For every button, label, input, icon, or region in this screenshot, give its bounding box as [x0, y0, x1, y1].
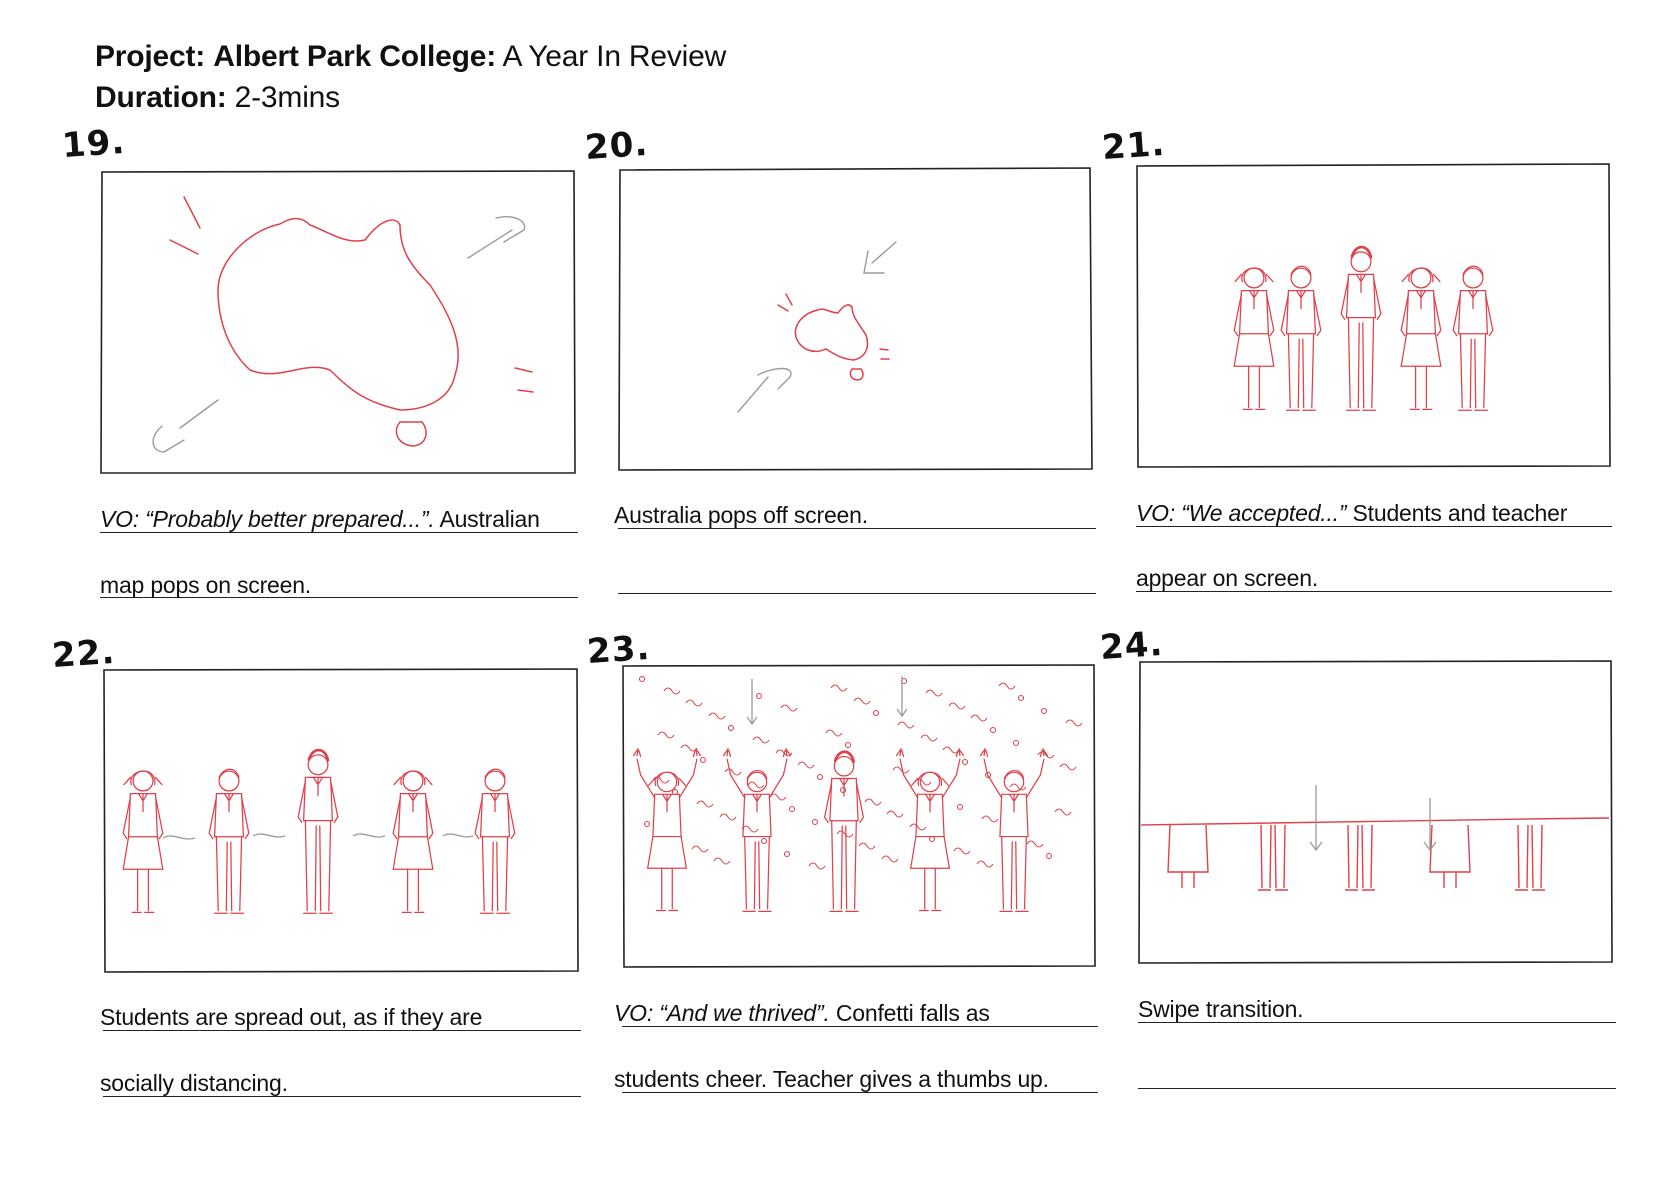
caption-line-2: appear on screen.: [1136, 565, 1319, 591]
storyboard-frame-24: [1138, 660, 1613, 964]
voiceover-text: VO: “We accepted...”: [1136, 500, 1347, 526]
duration-label: Duration:: [95, 81, 227, 114]
caption-line-1: Swipe transition.: [1138, 996, 1304, 1023]
caption-rule: [1136, 591, 1612, 592]
panel-number-19: 19.: [60, 121, 127, 167]
storyboard-frame-20: [618, 167, 1093, 471]
caption-rule: [622, 1026, 1098, 1027]
voiceover-text: VO: “Probably better prepared...”.: [100, 506, 435, 532]
caption-rule: [618, 528, 1096, 529]
caption-line-1: Students are spread out, as if they are: [100, 1004, 482, 1031]
caption-text: Australia pops off screen.: [614, 502, 868, 528]
caption-text: Swipe transition.: [1138, 996, 1304, 1022]
storyboard-frame-21: [1136, 163, 1611, 468]
caption-rule: [1138, 1022, 1616, 1023]
caption-text: Students and teacher: [1346, 500, 1568, 526]
caption-line-2: map pops on screen.: [100, 572, 311, 598]
caption-text: Confetti falls as: [829, 1000, 990, 1026]
voiceover-text: VO: “And we thrived”.: [614, 1000, 830, 1026]
caption-rule: [100, 597, 578, 598]
document-header: Project: Albert Park College: A Year In …: [95, 36, 726, 118]
caption-text: Students are spread out, as if they are: [100, 1004, 483, 1030]
caption-line-1: VO: “Probably better prepared...”. Austr…: [100, 506, 540, 533]
duration-line: Duration: 2-3mins: [95, 77, 726, 118]
caption-line-1: VO: “We accepted...” Students and teache…: [1136, 500, 1567, 527]
duration-value: 2-3mins: [234, 81, 341, 114]
caption-line-2: students cheer. Teacher gives a thumbs u…: [614, 1066, 1049, 1092]
caption-line-1: Australia pops off screen.: [614, 502, 868, 529]
panel-number-21: 21.: [1100, 123, 1167, 169]
caption-rule: [100, 532, 578, 533]
caption-line-2: socially distancing.: [100, 1070, 288, 1096]
storyboard-frame-23: [622, 664, 1096, 968]
caption-rule: [1138, 1088, 1616, 1089]
caption-text: Australian: [434, 506, 540, 532]
storyboard-frame-19: [100, 170, 576, 474]
project-name: Albert Park College:: [213, 40, 496, 73]
project-line: Project: Albert Park College: A Year In …: [95, 36, 726, 77]
project-label: Project:: [95, 40, 206, 73]
project-subtitle: A Year In Review: [502, 40, 727, 73]
caption-rule: [622, 1092, 1098, 1093]
panel-number-20: 20.: [583, 123, 650, 169]
storyboard-frame-22: [103, 668, 579, 973]
caption-rule: [103, 1030, 581, 1031]
caption-rule: [618, 593, 1096, 594]
caption-line-1: VO: “And we thrived”. Confetti falls as: [614, 1000, 990, 1027]
caption-rule: [1136, 526, 1612, 527]
caption-rule: [103, 1096, 581, 1097]
